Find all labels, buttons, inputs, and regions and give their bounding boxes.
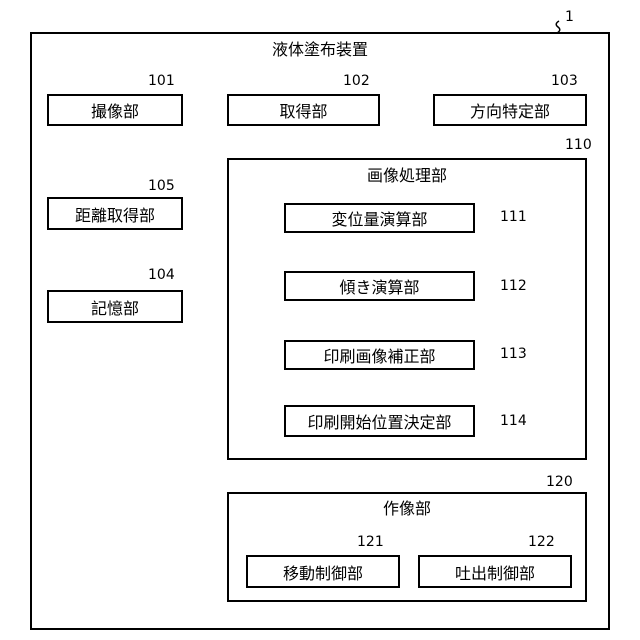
ref-111: 111 xyxy=(500,209,527,225)
acquisition-unit-label: 取得部 xyxy=(279,98,327,122)
imaging-unit: 撮像部 xyxy=(47,94,183,126)
ref-121: 121 xyxy=(357,534,384,550)
ref-113: 113 xyxy=(500,346,527,362)
distance-acquisition-unit: 距離取得部 xyxy=(47,197,183,230)
inclination-calculation-unit: 傾き演算部 xyxy=(284,271,475,301)
ref-122: 122 xyxy=(528,534,555,550)
movement-control-unit: 移動制御部 xyxy=(246,555,400,588)
image-processing-unit-title: 画像処理部 xyxy=(229,166,585,186)
ref-114: 114 xyxy=(500,413,527,429)
ejection-control-unit-label: 吐出制御部 xyxy=(455,560,535,584)
displacement-calculation-unit: 変位量演算部 xyxy=(284,203,475,233)
acquisition-unit: 取得部 xyxy=(227,94,380,126)
distance-acquisition-unit-label: 距離取得部 xyxy=(75,202,155,226)
ref-104: 104 xyxy=(148,267,175,283)
ref-110: 110 xyxy=(565,137,592,153)
ejection-control-unit: 吐出制御部 xyxy=(418,555,572,588)
image-forming-unit-title: 作像部 xyxy=(229,499,585,519)
imaging-unit-label: 撮像部 xyxy=(91,98,139,122)
direction-identification-unit-label: 方向特定部 xyxy=(470,98,550,122)
ref-120: 120 xyxy=(546,474,573,490)
print-image-correction-unit-label: 印刷画像補正部 xyxy=(323,343,435,367)
ref-102: 102 xyxy=(343,73,370,89)
ref-103: 103 xyxy=(551,73,578,89)
print-image-correction-unit: 印刷画像補正部 xyxy=(284,340,475,370)
print-start-position-determination-unit: 印刷開始位置決定部 xyxy=(284,405,475,437)
print-start-position-determination-unit-label: 印刷開始位置決定部 xyxy=(307,409,451,433)
ref-105: 105 xyxy=(148,178,175,194)
displacement-calculation-unit-label: 変位量演算部 xyxy=(331,206,427,230)
liquid-applicator-title: 液体塗布装置 xyxy=(32,40,608,60)
ref-112: 112 xyxy=(500,278,527,294)
direction-identification-unit: 方向特定部 xyxy=(433,94,587,126)
storage-unit-label: 記憶部 xyxy=(91,295,139,319)
inclination-calculation-unit-label: 傾き演算部 xyxy=(339,274,419,298)
ref-1: 1 xyxy=(565,9,574,25)
storage-unit: 記憶部 xyxy=(47,290,183,323)
movement-control-unit-label: 移動制御部 xyxy=(283,560,363,584)
ref-101: 101 xyxy=(148,73,175,89)
